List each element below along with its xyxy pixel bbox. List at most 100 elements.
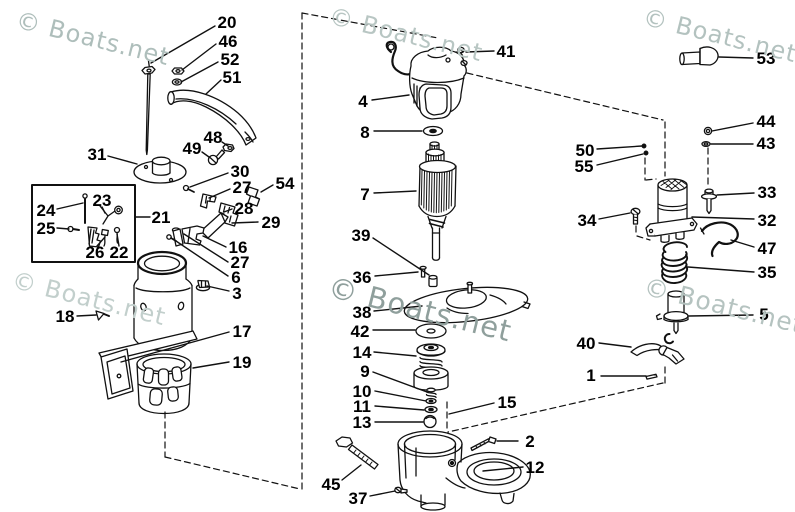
leader-line-47 bbox=[731, 240, 754, 247]
callout-24: 24 bbox=[37, 201, 56, 220]
leader-line-18 bbox=[77, 315, 96, 316]
part-3-nut bbox=[196, 281, 209, 291]
callout-9: 9 bbox=[360, 362, 369, 381]
assembly-outline-dashed bbox=[165, 13, 708, 490]
leader-line-32 bbox=[692, 217, 754, 219]
callout-12: 12 bbox=[526, 458, 545, 477]
leader-line-35 bbox=[688, 267, 754, 272]
leader-line-33 bbox=[717, 193, 754, 195]
callout-23: 23 bbox=[93, 191, 112, 210]
part-16-clip bbox=[182, 226, 204, 245]
part-46-nut bbox=[172, 68, 184, 74]
part-2-bolt bbox=[471, 437, 496, 451]
callout-39: 39 bbox=[352, 226, 371, 245]
leader-lines bbox=[57, 26, 754, 496]
leader-line-3 bbox=[207, 286, 229, 291]
callout-15: 15 bbox=[498, 393, 517, 412]
part-48-nut bbox=[223, 144, 234, 152]
part-27-bracket-lower bbox=[172, 228, 183, 246]
swivel-housing-cylinder bbox=[134, 252, 192, 351]
part-7-armature bbox=[419, 142, 456, 260]
leader-line-36 bbox=[375, 272, 418, 276]
leader-line-12 bbox=[483, 467, 523, 471]
callout-52: 52 bbox=[221, 50, 240, 69]
leader-line-44 bbox=[712, 123, 753, 131]
part-34-screw bbox=[631, 208, 640, 224]
callout-29: 29 bbox=[262, 213, 281, 232]
leader-line-28 bbox=[224, 209, 232, 212]
callout-27: 27 bbox=[231, 253, 250, 272]
leader-line-54 bbox=[261, 185, 273, 192]
leader-line-16 bbox=[203, 236, 226, 247]
part-52-washer bbox=[172, 79, 181, 85]
part-13-ball bbox=[424, 416, 436, 428]
part-24-pin bbox=[83, 194, 87, 223]
part-32-solenoid bbox=[646, 179, 697, 242]
part-51-handle bbox=[168, 90, 256, 145]
part-53-terminal-cap bbox=[680, 47, 718, 65]
callout-14: 14 bbox=[353, 343, 372, 362]
callout-30: 30 bbox=[231, 162, 250, 181]
callout-11: 11 bbox=[353, 397, 371, 416]
part-18-screw bbox=[96, 311, 109, 320]
callout-18: 18 bbox=[56, 307, 75, 326]
callout-17: 17 bbox=[233, 322, 252, 341]
part-11-washer bbox=[425, 407, 437, 413]
leader-line-37 bbox=[370, 491, 395, 496]
leader-line-30 bbox=[190, 173, 228, 187]
part-41-screws bbox=[458, 47, 467, 65]
part-50-55-pins bbox=[642, 144, 648, 155]
callout-8: 8 bbox=[360, 123, 369, 142]
part-44-nut bbox=[704, 127, 711, 134]
callout-38: 38 bbox=[353, 303, 372, 322]
part-5-plunger bbox=[657, 291, 689, 334]
callout-46: 46 bbox=[219, 32, 238, 51]
part-43-washer bbox=[702, 142, 710, 147]
callout-42: 42 bbox=[351, 322, 370, 341]
leader-line-27 bbox=[209, 189, 230, 198]
leader-line-29 bbox=[232, 222, 258, 223]
leader-line-34 bbox=[599, 213, 630, 219]
brush-holder bbox=[88, 227, 101, 247]
callout-48: 48 bbox=[204, 128, 223, 147]
part-31-mount-plate bbox=[134, 157, 186, 183]
leader-line-38 bbox=[374, 306, 422, 311]
leader-line-53 bbox=[719, 57, 753, 58]
part-29-lever-strip bbox=[201, 213, 228, 238]
leader-line-11 bbox=[375, 406, 424, 410]
leader-line-48 bbox=[222, 142, 228, 146]
leader-line-9 bbox=[373, 372, 427, 392]
leader-line-51 bbox=[206, 80, 221, 94]
part-10-washer bbox=[426, 399, 436, 404]
leader-line-24 bbox=[57, 203, 83, 209]
callout-41: 41 bbox=[497, 42, 516, 61]
callout-20: 20 bbox=[218, 13, 237, 32]
leader-line-19 bbox=[193, 362, 229, 368]
leader-line-7 bbox=[374, 191, 416, 193]
part-47-retainer-clip bbox=[701, 223, 738, 256]
callout-47: 47 bbox=[758, 239, 777, 258]
leader-line-45 bbox=[342, 465, 361, 480]
callout-27: 27 bbox=[233, 178, 252, 197]
leader-line-41 bbox=[466, 51, 494, 52]
callout-51: 51 bbox=[223, 68, 242, 87]
callout-36: 36 bbox=[353, 268, 372, 287]
leader-line-15 bbox=[449, 403, 494, 414]
callout-44: 44 bbox=[757, 112, 776, 131]
callout-31: 31 bbox=[88, 145, 107, 164]
part-9-spring bbox=[426, 388, 436, 397]
leader-line-39 bbox=[373, 238, 429, 275]
leader-line-5 bbox=[689, 315, 753, 316]
part-19-strainer-cage bbox=[137, 354, 191, 414]
leader-line-26 bbox=[97, 237, 105, 246]
leader-line-10 bbox=[375, 391, 426, 401]
callout-2: 2 bbox=[525, 432, 534, 451]
part-37-screw bbox=[395, 487, 407, 493]
callout-53: 53 bbox=[757, 49, 776, 68]
leader-line-14 bbox=[374, 352, 416, 356]
leader-line-6 bbox=[173, 239, 228, 276]
part-35-spring bbox=[662, 242, 688, 283]
